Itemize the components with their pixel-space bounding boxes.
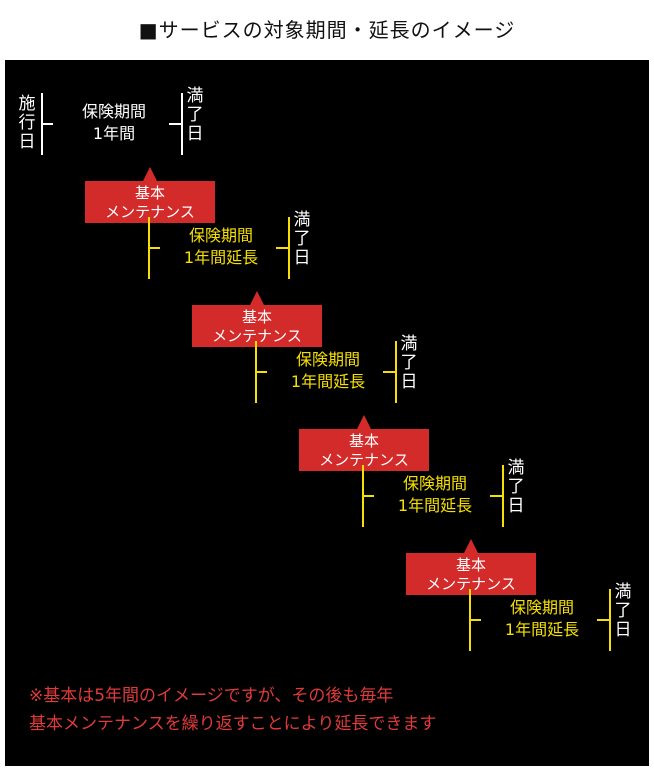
maintenance-arrow [250,291,264,305]
end-date-label: 満 了 日 [293,210,311,268]
insurance-period-label: 保険期間 1年間延長 [290,350,366,391]
start-date-label: 施 行 日 [18,94,36,152]
insurance-period-label: 保険期間 1年間延長 [183,226,259,267]
insurance-period-label: 保険期間 1年間 [81,102,146,143]
insurance-period-label: 保険期間 1年間延長 [397,474,473,515]
footnote-line-1: ※基本は5年間のイメージですが、その後も毎年 [29,686,394,706]
period-right-tick [276,247,288,249]
insurance-period-label: 保険期間 1年間延長 [504,598,580,639]
end-date-label: 満 了 日 [507,458,525,516]
period-right-bracket [288,217,290,279]
maintenance-box: 基本 メンテナンス [192,305,322,347]
end-date-label: 満 了 日 [186,86,204,144]
footnote: ※基本は5年間のイメージですが、その後も毎年 基本メンテナンスを繰り返すことによ… [29,682,436,738]
maintenance-box: 基本 メンテナンス [406,553,536,595]
period-right-bracket [395,341,397,403]
maintenance-arrow [464,539,478,553]
maintenance-box: 基本 メンテナンス [85,181,215,223]
period-right-bracket [181,93,183,155]
maintenance-arrow [357,415,371,429]
timeline-panel: ※基本は5年間のイメージですが、その後も毎年 基本メンテナンスを繰り返すことによ… [5,60,649,766]
period-right-bracket [502,465,504,527]
period-left-tick [148,247,160,249]
period-left-tick [469,619,481,621]
period-right-tick [597,619,609,621]
period-right-tick [383,371,395,373]
footnote-line-2: 基本メンテナンスを繰り返すことにより延長できます [29,714,437,734]
maintenance-box: 基本 メンテナンス [299,429,429,471]
period-right-tick [169,123,181,125]
maintenance-arrow [143,167,157,181]
period-left-tick [41,123,53,125]
period-right-bracket [609,589,611,651]
end-date-label: 満 了 日 [614,582,632,640]
period-right-tick [490,495,502,497]
period-left-tick [255,371,267,373]
period-left-tick [362,495,374,497]
end-date-label: 満 了 日 [400,334,418,392]
page-title: ■サービスの対象期間・延長のイメージ [138,18,516,42]
